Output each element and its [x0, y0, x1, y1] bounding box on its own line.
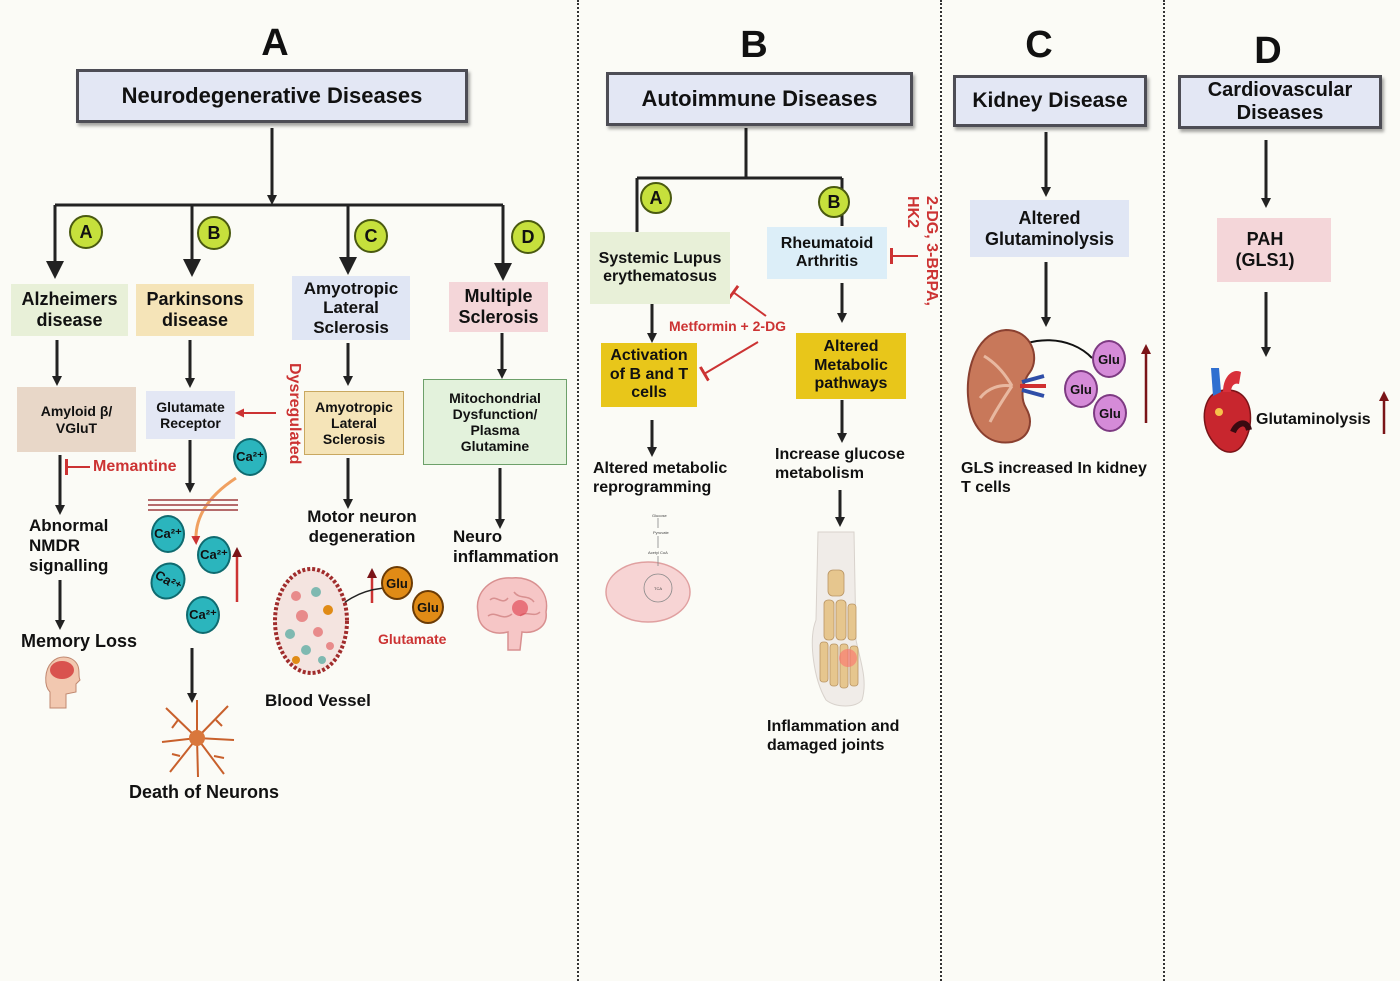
glu-molecule-1: Glu — [381, 566, 413, 600]
heart-icon — [1203, 368, 1252, 453]
svg-text:TCA: TCA — [654, 586, 662, 591]
activation-box: Activation of B and T cells — [601, 343, 697, 407]
memantine-label: Memantine — [93, 458, 177, 475]
alzheimers-box: Alzheimers disease — [11, 284, 128, 336]
pah-box: PAH (GLS1) — [1217, 218, 1331, 282]
marker-c: C — [354, 219, 388, 253]
glu-molecule-2: Glu — [412, 590, 444, 624]
marker-b-b: B — [818, 186, 850, 218]
foot-joints-icon — [811, 531, 865, 707]
neuro-inflammation-label: Neuro inflammation — [453, 527, 559, 567]
divider-cd — [1163, 0, 1165, 981]
brain-icon — [476, 577, 548, 651]
als-inner-box: Amyotropic Lateral Sclerosis — [304, 391, 404, 455]
memory-loss-label: Memory Loss — [21, 631, 138, 651]
glucose-label: Increase glucose metabolism — [775, 446, 905, 482]
dysregulated-label: Dysregulated — [285, 363, 303, 465]
svg-text:Acetyl CoA: Acetyl CoA — [648, 550, 668, 555]
calcium-ion-1: Ca²⁺ — [233, 438, 267, 476]
panel-d-header: Cardiovascular Diseases — [1178, 75, 1382, 129]
panel-a-header: Neurodegenerative Diseases — [76, 69, 468, 123]
glutamate-receptor-box: Glutamate Receptor — [146, 391, 235, 439]
blood-vessel-icon — [273, 567, 349, 675]
parkinsons-box: Parkinsons disease — [136, 284, 254, 336]
nmdr-label: Abnormal NMDR signalling — [29, 516, 109, 576]
marker-a: A — [69, 215, 103, 249]
reprogramming-label: Altered metabolic reprogramming — [593, 460, 728, 496]
glu-kidney-1: Glu — [1092, 340, 1126, 378]
calcium-ion-2: Ca²⁺ — [151, 515, 185, 553]
ra-box: Rheumatoid Arthritis — [767, 227, 887, 279]
calcium-ion-3: Ca²⁺ — [197, 536, 231, 574]
gls-caption: GLS increased In kidney T cells — [961, 460, 1147, 496]
panel-a-letter: A — [261, 22, 289, 64]
marker-b-a: A — [640, 182, 672, 214]
panel-d-letter: D — [1254, 30, 1282, 72]
head-icon — [45, 656, 81, 709]
divider-bc — [940, 0, 942, 981]
panel-b-header: Autoimmune Diseases — [606, 72, 913, 126]
marker-b: B — [197, 216, 231, 250]
mitochondrial-box: Mitochondrial Dysfunction/ Plasma Glutam… — [423, 379, 567, 465]
svg-text:Glucose: Glucose — [652, 513, 667, 518]
altered-pathways-box: Altered Metabolic pathways — [796, 333, 906, 399]
als-box: Amyotropic Lateral Sclerosis — [292, 276, 410, 340]
kidney-icon — [966, 328, 1046, 444]
amyloid-box: Amyloid β/ VGluT — [17, 387, 136, 452]
sle-box: Systemic Lupus erythematosus — [590, 232, 730, 304]
marker-d: D — [511, 220, 545, 254]
ms-box: Multiple Sclerosis — [449, 282, 548, 332]
panel-b-letter: B — [740, 24, 768, 66]
death-neurons-label: Death of Neurons — [129, 782, 280, 802]
glu-kidney-2: Glu — [1064, 370, 1098, 408]
joints-label: Inflammation and damaged joints — [767, 718, 900, 754]
svg-text:Pyruvate: Pyruvate — [653, 530, 670, 535]
panel-c-letter: C — [1025, 24, 1053, 66]
blood-vessel-label: Blood Vessel — [265, 691, 371, 710]
glutamate-label: Glutamate — [378, 631, 447, 647]
glu-kidney-3: Glu — [1093, 394, 1127, 432]
calcium-ion-5: Ca²⁺ — [186, 596, 220, 634]
inhibitors-label: 2-DG, 3-BRPA, HK2 — [904, 196, 940, 306]
divider-ab — [577, 0, 579, 981]
altered-glutaminolysis-box: Altered Glutaminolysis — [970, 200, 1129, 257]
motor-neuron-label: Motor neuron degeneration — [307, 507, 417, 547]
neuron-icon — [161, 700, 235, 778]
glutaminolysis-label: Glutaminolysis — [1256, 411, 1371, 428]
metformin-label: Metformin + 2-DG — [669, 318, 787, 334]
panel-c-header: Kidney Disease — [953, 75, 1147, 127]
